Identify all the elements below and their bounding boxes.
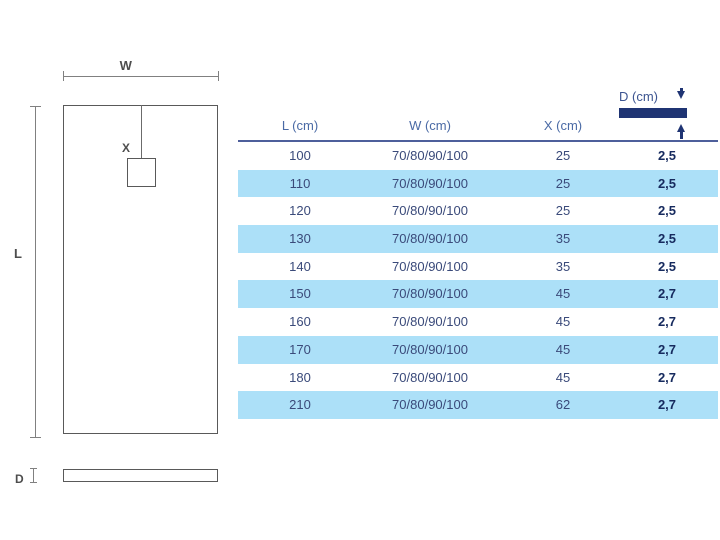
- length-dimension-tick-bottom: [30, 437, 41, 438]
- table-header-rule: [238, 140, 718, 142]
- cell-x: 25: [555, 203, 571, 219]
- width-dimension-label: W: [119, 58, 133, 73]
- cell-l: 130: [289, 231, 311, 247]
- cell-w: 70/80/90/100: [392, 397, 468, 413]
- cell-x: 35: [555, 258, 571, 274]
- cell-x: 62: [555, 397, 571, 413]
- cell-l: 170: [289, 341, 311, 357]
- cell-l: 150: [289, 286, 311, 302]
- table-row: 210 70/80/90/100 62 2,7: [238, 391, 718, 419]
- cell-d: 2,5: [657, 175, 677, 191]
- drain-leader-line: [141, 105, 143, 172]
- column-header-l: L (cm): [281, 118, 319, 133]
- width-dimension-line: [63, 76, 219, 77]
- table-row: 180 70/80/90/100 45 2,7: [238, 364, 718, 392]
- width-dimension-tick-left: [63, 71, 64, 81]
- cell-d: 2,5: [657, 231, 677, 247]
- thickness-legend: D (cm): [619, 88, 718, 140]
- cell-w: 70/80/90/100: [392, 369, 468, 385]
- length-dimension-label: L: [14, 246, 23, 261]
- width-dimension-tick-right: [218, 71, 219, 81]
- cell-x: 45: [555, 314, 571, 330]
- cell-l: 120: [289, 203, 311, 219]
- arrow-down-icon: [677, 88, 685, 99]
- cell-x: 35: [555, 231, 571, 247]
- cell-l: 160: [289, 314, 311, 330]
- cell-l: 140: [289, 258, 311, 274]
- technical-drawing: W L X D: [0, 0, 238, 540]
- cell-w: 70/80/90/100: [392, 203, 468, 219]
- cell-x: 45: [555, 369, 571, 385]
- cell-d: 2,5: [657, 148, 677, 163]
- cell-x: 25: [555, 175, 571, 191]
- table-row: 130 70/80/90/100 35 2,5: [238, 225, 718, 253]
- length-dimension-line: [35, 106, 36, 437]
- cell-w: 70/80/90/100: [392, 175, 468, 191]
- cell-x: 45: [555, 341, 571, 357]
- table-row: 110 70/80/90/100 25 2,5: [238, 169, 718, 198]
- depth-dimension-tick-bottom: [30, 482, 37, 483]
- cell-d: 2,5: [657, 203, 677, 219]
- tray-side-profile: [63, 469, 218, 482]
- cell-w: 70/80/90/100: [392, 231, 468, 247]
- table-header-row: L (cm) W (cm) X (cm): [238, 118, 718, 140]
- cell-w: 70/80/90/100: [392, 148, 468, 163]
- table-row: 140 70/80/90/100 35 2,5: [238, 253, 718, 281]
- table-row: 120 70/80/90/100 25 2,5: [238, 197, 718, 225]
- depth-dimension-tick-top: [30, 468, 37, 469]
- cell-d: 2,7: [657, 341, 677, 357]
- cell-d: 2,5: [657, 258, 677, 274]
- thickness-legend-bar: [619, 108, 687, 118]
- column-header-w: W (cm): [409, 118, 451, 133]
- depth-dimension-line: [33, 468, 34, 482]
- table-row: 100 70/80/90/100 25 2,5: [238, 142, 718, 170]
- table-row: 150 70/80/90/100 45 2,7: [238, 280, 718, 309]
- drain-offset-label: X: [122, 141, 131, 155]
- cell-w: 70/80/90/100: [392, 314, 468, 330]
- cell-d: 2,7: [657, 314, 677, 330]
- cell-w: 70/80/90/100: [392, 286, 468, 302]
- table-row: 160 70/80/90/100 45 2,7: [238, 308, 718, 336]
- cell-d: 2,7: [657, 286, 677, 302]
- depth-dimension-label: D: [15, 472, 24, 486]
- cell-d: 2,7: [657, 397, 677, 413]
- arrow-up-icon: [677, 124, 685, 139]
- table-row: 170 70/80/90/100 45 2,7: [238, 335, 718, 364]
- cell-w: 70/80/90/100: [392, 258, 468, 274]
- thickness-legend-label: D (cm): [619, 89, 658, 104]
- cell-l: 210: [289, 397, 311, 413]
- column-header-x: X (cm): [543, 118, 583, 133]
- cell-l: 100: [289, 148, 311, 163]
- table-body: 100 70/80/90/100 25 2,5 110 70/80/90/100 25 2,5…: [238, 142, 718, 419]
- cell-l: 180: [289, 369, 311, 385]
- drain-square-icon: [127, 158, 156, 187]
- cell-x: 25: [555, 148, 571, 163]
- length-dimension-tick-top: [30, 106, 41, 107]
- cell-x: 45: [555, 286, 571, 302]
- cell-d: 2,7: [657, 369, 677, 385]
- cell-l: 110: [289, 175, 311, 191]
- cell-w: 70/80/90/100: [392, 341, 468, 357]
